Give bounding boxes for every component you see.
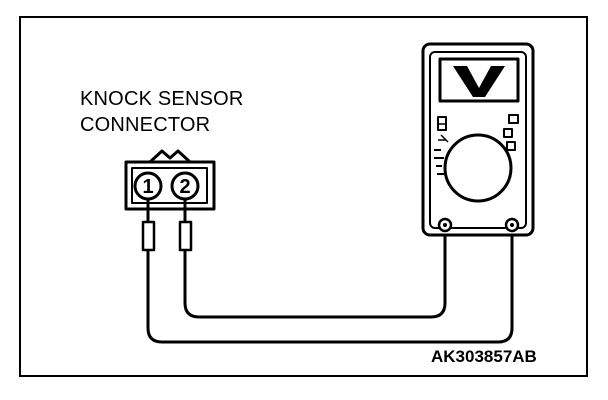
multimeter-icon bbox=[421, 42, 535, 237]
pin-2-label: 2 bbox=[179, 176, 190, 198]
connector-icon bbox=[124, 149, 216, 211]
voltage-icon bbox=[453, 66, 505, 97]
connector-label-line1: KNOCK SENSOR bbox=[80, 88, 244, 110]
pin-1-label: 1 bbox=[142, 176, 153, 198]
connector-label-line2: CONNECTOR bbox=[80, 114, 211, 136]
wire-pin2-to-meter bbox=[183, 226, 447, 319]
figure-code: AK303857AB bbox=[431, 347, 537, 366]
probe-icon bbox=[141, 220, 193, 252]
wire-pin1-to-meter bbox=[146, 226, 514, 344]
